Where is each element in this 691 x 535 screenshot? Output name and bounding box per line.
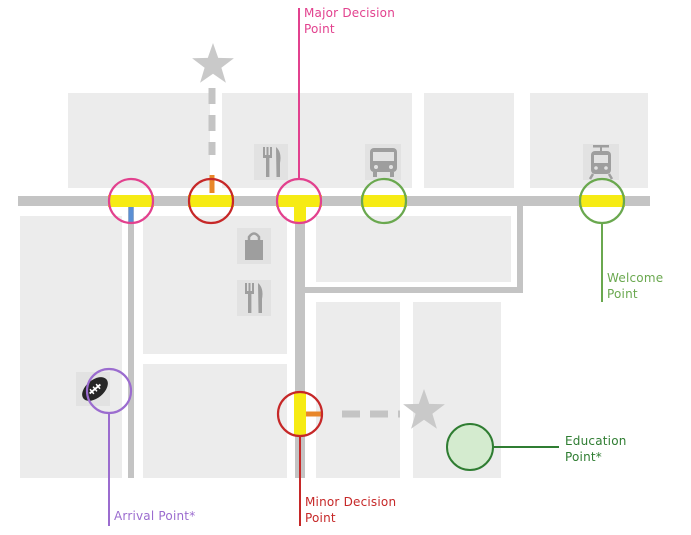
restaurant-icon xyxy=(245,283,263,313)
restaurant-icon xyxy=(263,147,281,177)
block-north-1 xyxy=(68,93,210,188)
minor-decision-marker xyxy=(187,177,235,225)
minor-decision-label-line2: Point xyxy=(305,511,336,525)
welcome-marker xyxy=(360,177,408,225)
welcome-label-line2: Point xyxy=(607,287,638,301)
highlight-3-stem xyxy=(294,207,306,222)
education-label-line1: Education xyxy=(565,434,627,448)
highlight-4 xyxy=(361,195,407,207)
block-east-strip xyxy=(316,216,511,282)
major-decision-label: Major Decision Point xyxy=(304,5,395,37)
welcome-label: Welcome Point xyxy=(607,270,663,302)
bus-icon xyxy=(370,148,397,177)
star-icon xyxy=(192,43,234,83)
shopping-bag-icon xyxy=(245,232,263,260)
block-central-lower xyxy=(143,364,287,478)
city-blocks xyxy=(20,93,648,478)
arrival-label: Arrival Point* xyxy=(114,508,195,524)
education-label: Education Point* xyxy=(565,433,627,465)
highlight-1 xyxy=(108,195,154,207)
education-marker xyxy=(446,423,494,471)
minor-decision-label: Minor Decision Point xyxy=(305,494,396,526)
intersection-highlights xyxy=(108,195,625,435)
star-icon xyxy=(403,389,445,429)
callout-lines xyxy=(108,8,603,526)
block-southeast-1 xyxy=(316,302,400,478)
major-decision-label-line1: Major Decision xyxy=(304,6,396,20)
highlight-6 xyxy=(294,393,306,435)
arrival-label-line1: Arrival Point* xyxy=(114,509,196,523)
highlight-5 xyxy=(579,195,625,207)
major-decision-marker xyxy=(107,177,155,225)
block-north-3 xyxy=(424,93,514,188)
highlight-3 xyxy=(276,195,322,207)
welcome-label-line1: Welcome xyxy=(607,271,664,285)
block-west xyxy=(20,216,122,478)
tram-icon xyxy=(588,145,614,180)
major-decision-label-line2: Point xyxy=(304,22,335,36)
minor-decision-label-line1: Minor Decision xyxy=(305,495,397,509)
education-label-line2: Point* xyxy=(565,450,602,464)
highlight-2 xyxy=(188,195,234,207)
